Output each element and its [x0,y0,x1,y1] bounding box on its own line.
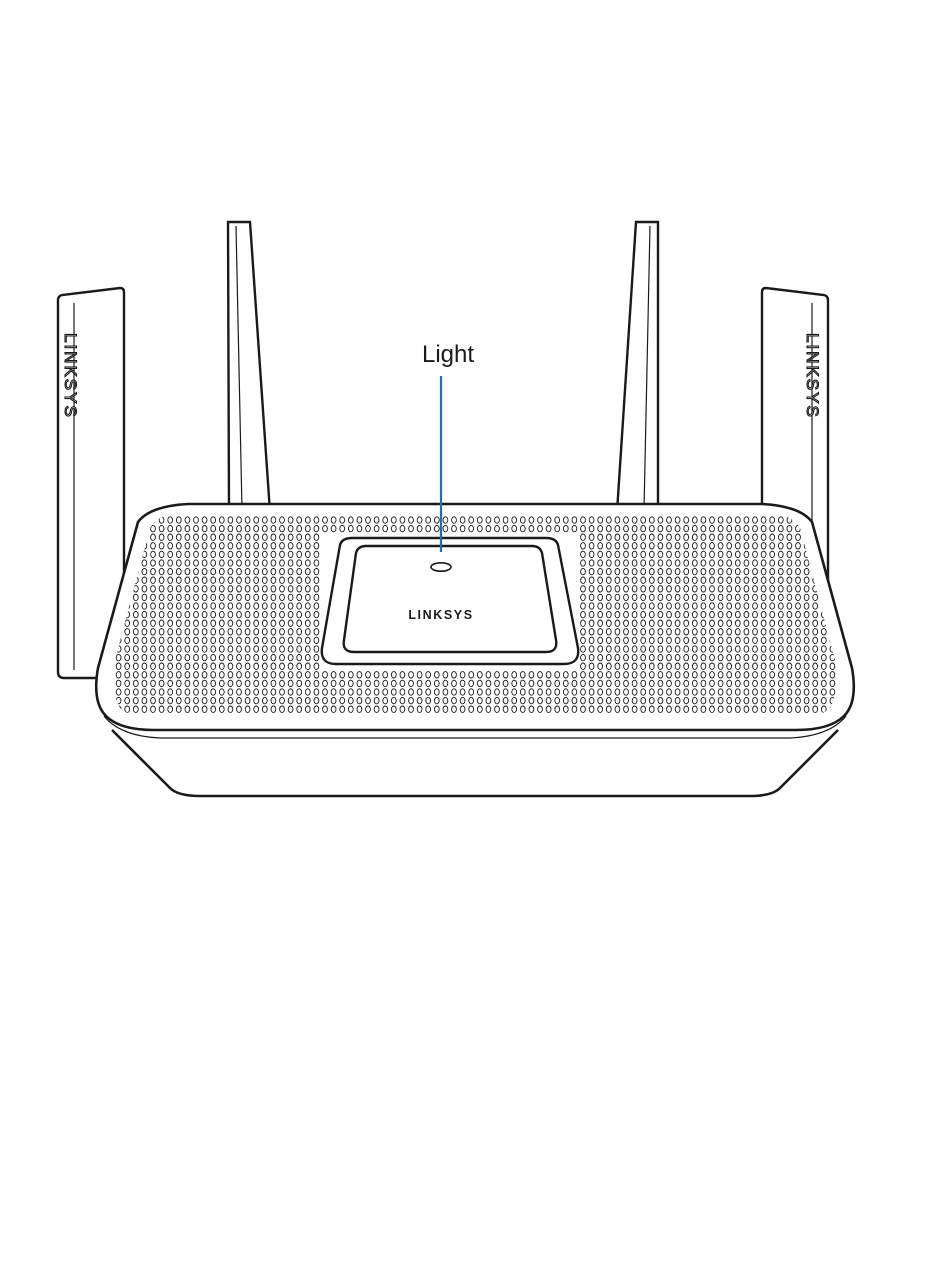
vent-hole [830,577,835,583]
antenna-inner-left [228,222,270,512]
vent-hole [125,525,130,531]
vent-hole [125,534,130,540]
antenna-inner-right [617,222,658,512]
right-antenna-logo: LINKSYS [803,333,822,419]
router-base [112,730,838,796]
vent-hole [125,543,130,549]
vent-hole [830,517,835,523]
vent-hole [830,551,835,557]
vent-hole [830,568,835,574]
router-top-logo: LINKSYS [408,608,473,622]
left-antenna-logo: LINKSYS [61,333,80,419]
callout-label: Light [422,341,474,368]
status-light [431,563,451,571]
vent-hole [830,543,835,549]
vent-hole [830,560,835,566]
vent-hole [125,517,130,523]
button-panel-inner [344,546,557,652]
vent-hole [830,525,835,531]
vent-hole [830,534,835,540]
